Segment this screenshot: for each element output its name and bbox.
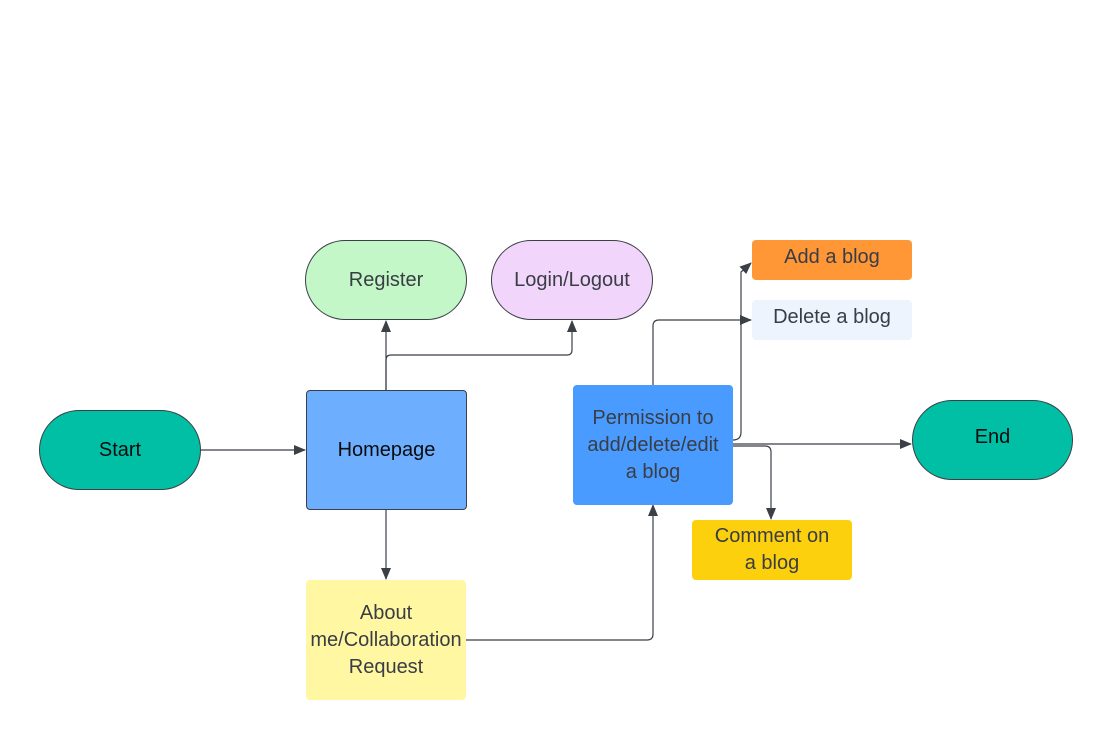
register-label: Register (348, 268, 424, 291)
permission-node: Permission to add/delete/edit a blog (573, 385, 733, 505)
about-node: About me/Collaboration Request (306, 580, 466, 700)
arrow-permission-to-comment (733, 445, 776, 520)
about-label-line3: Request (348, 655, 424, 678)
delete-blog-node: Delete a blog (752, 300, 912, 340)
homepage-node: Homepage (306, 390, 467, 510)
permission-label-line1: Permission to (592, 406, 714, 429)
delete-blog-label: Delete a blog (773, 305, 891, 328)
add-blog-label: Add a blog (784, 245, 880, 268)
about-label-line1: About (359, 601, 413, 624)
start-node: Start (39, 410, 201, 490)
start-label: Start (98, 438, 142, 461)
arrow-about-to-permission (466, 504, 658, 641)
permission-label-line3: a blog (625, 460, 681, 483)
comment-label-line2: a blog (744, 552, 800, 574)
register-node: Register (305, 240, 467, 320)
end-node: End (912, 400, 1073, 480)
login-logout-node: Login/Logout (491, 240, 653, 320)
comment-label-line1: Comment on (714, 525, 830, 547)
homepage-label: Homepage (337, 438, 436, 461)
comment-blog-node: Comment on a blog (692, 520, 852, 580)
about-label-line2: me/Collaboration (310, 628, 462, 651)
arrow-permission-to-delete (652, 315, 752, 385)
login-logout-label: Login/Logout (514, 268, 630, 291)
arrow-permission-to-add (732, 262, 752, 441)
permission-label-line2: add/delete/edit (587, 433, 719, 456)
add-blog-node: Add a blog (752, 240, 912, 280)
arrow-homepage-to-login (385, 320, 577, 390)
end-label: End (974, 425, 1011, 448)
